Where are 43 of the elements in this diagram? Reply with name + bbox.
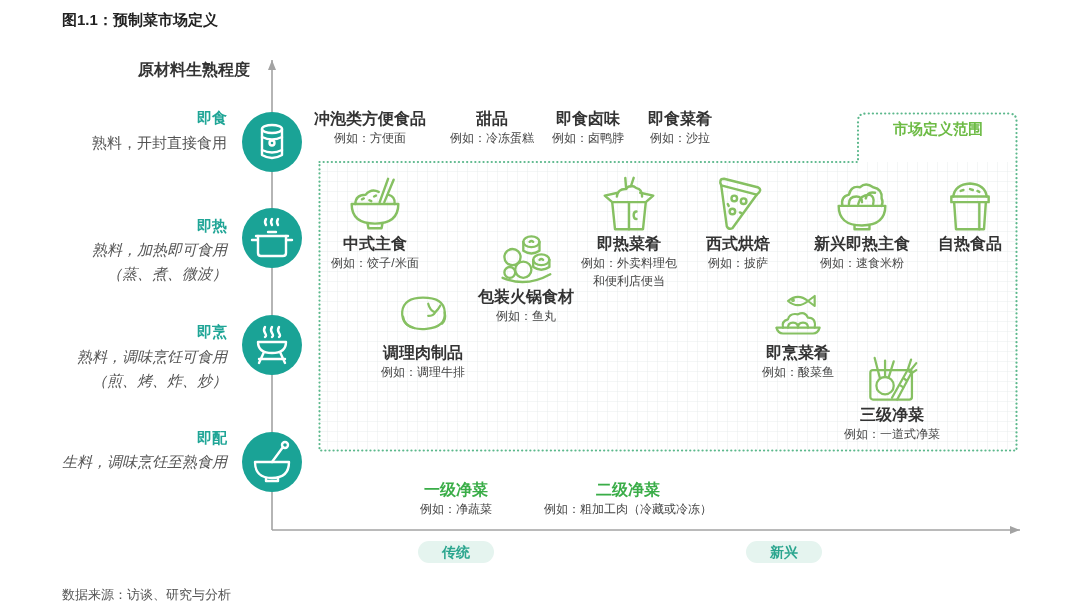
item-title: 一级净菜	[424, 480, 488, 500]
category-tag: 新兴	[746, 541, 822, 563]
item-title: 即热菜肴	[597, 234, 661, 254]
example-text: 例如：鱼丸	[496, 308, 556, 325]
axis-title: 原材料生熟程度	[138, 60, 250, 80]
item-title: 自热食品	[938, 234, 1002, 254]
example-text: 例如：净蔬菜	[420, 501, 492, 518]
example-text: 例如：沙拉	[650, 130, 710, 147]
item-title: 即食菜肴	[648, 109, 712, 129]
example-text: 例如：卤鸭脖	[552, 130, 624, 147]
example-text: 例如：方便面	[334, 130, 406, 147]
level-heading: 即配	[197, 428, 227, 448]
level-description: 生料，调味烹饪至熟食用	[62, 452, 227, 472]
level-heading: 即烹	[197, 322, 227, 342]
item-title: 新兴即热主食	[814, 234, 910, 254]
example-text: 例如：酸菜鱼	[762, 364, 834, 381]
example-text: 例如：粗加工肉（冷藏或冷冻）	[544, 501, 712, 518]
level-description: 熟料，调味烹饪可食用（煎、烤、炸、炒）	[76, 347, 227, 391]
item-title: 二级净菜	[596, 480, 660, 500]
source-note: 数据来源：访谈、研究与分析	[62, 586, 231, 604]
category-tag: 传统	[418, 541, 494, 563]
example-text: 例如：披萨	[708, 255, 768, 272]
level-description: 熟料，开封直接食用	[92, 133, 227, 153]
level-heading: 即热	[197, 216, 227, 236]
example-text: 例如：速食米粉	[820, 255, 904, 272]
item-title: 三级净菜	[860, 405, 924, 425]
figure-title: 图1.1：预制菜市场定义	[62, 10, 218, 30]
item-title: 中式主食	[343, 234, 407, 254]
example-text: 例如：外卖料理包和便利店便当	[580, 255, 678, 290]
item-title: 即烹菜肴	[766, 343, 830, 363]
region-title: 市场定义范围	[892, 119, 984, 139]
item-title: 冲泡类方便食品	[314, 109, 426, 129]
item-title: 调理肉制品	[383, 343, 463, 363]
example-text: 例如：一道式净菜	[844, 426, 940, 443]
example-text: 例如：饺子/米面	[331, 255, 419, 272]
example-text: 例如：冷冻蛋糕	[450, 130, 534, 147]
level-description: 熟料，加热即可食用（蒸、煮、微波）	[91, 240, 227, 284]
item-title: 包装火锅食材	[478, 287, 574, 307]
level-heading: 即食	[197, 108, 227, 128]
item-title: 西式烘焙	[706, 234, 770, 254]
item-title: 甜品	[476, 109, 508, 129]
example-text: 例如：调理牛排	[381, 364, 465, 381]
item-title: 即食卤味	[556, 109, 620, 129]
